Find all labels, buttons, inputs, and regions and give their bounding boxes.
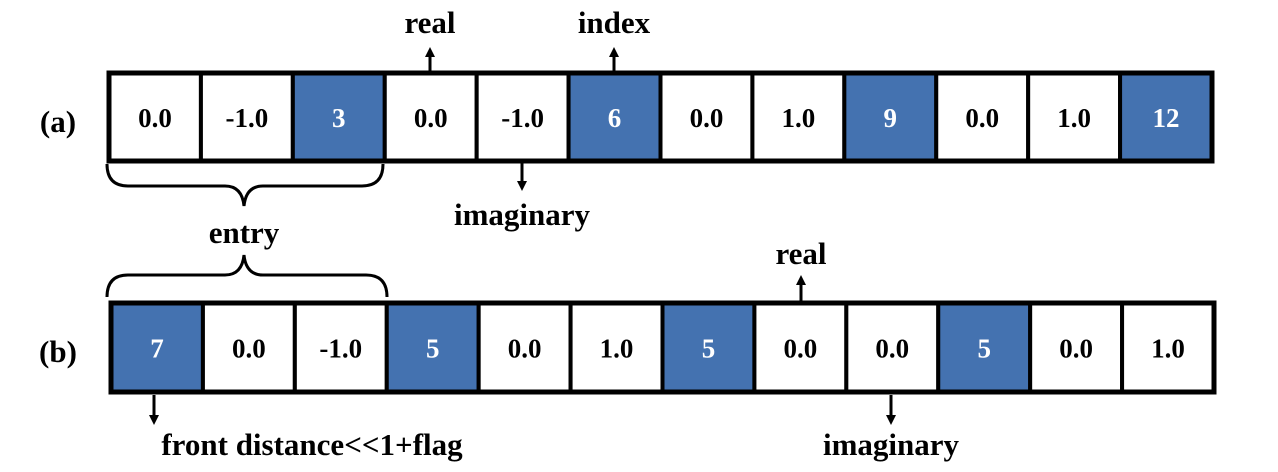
row-a-cell-value: 12: [1153, 103, 1180, 133]
row-a-cell-value: 6: [608, 103, 622, 133]
b-flag-label: front distance<<1+flag: [161, 427, 463, 462]
row-a-cell-value: 0.0: [414, 103, 448, 133]
a-index-label: index: [578, 5, 651, 40]
row-a-border: [106, 70, 1215, 164]
row-a-cell-value: 1.0: [782, 103, 816, 133]
row-b-cell-value: 5: [702, 334, 716, 364]
b-real-label: real: [775, 236, 826, 271]
entry-brace-top: [105, 163, 385, 207]
row-a-cell-value: -1.0: [226, 103, 269, 133]
entry-label: entry: [209, 215, 280, 250]
row-a-cell-value: 0.0: [138, 103, 172, 133]
row-label-b: (b): [39, 334, 77, 369]
entry-brace-bottom: [105, 254, 389, 298]
row-a-cell-value: -1.0: [501, 103, 544, 133]
row-b-cell-value: 0.0: [875, 334, 909, 364]
row-label-a: (a): [40, 104, 76, 139]
row-a-cells: 0.0 -1.0 3 0.0 -1.0 6 0.0 1.0 9 0.0 1.0 12: [106, 70, 1215, 164]
a-real-label: real: [404, 5, 455, 40]
row-b-cell-value: 1.0: [600, 334, 634, 364]
b-imaginary-label: imaginary: [823, 427, 960, 462]
row-b-cell-value: 5: [977, 334, 991, 364]
row-b-cell-value: 0.0: [784, 334, 818, 364]
row-b-cells: 7 0.0 -1.0 5 0.0 1.0 5 0.0 0.0 5 0.0 1.0: [108, 300, 1217, 395]
row-b-cell-value: 0.0: [508, 334, 542, 364]
row-a-cell: [1118, 71, 1215, 163]
row-a-cell: [750, 71, 847, 163]
row-b-cell-value: -1.0: [319, 334, 362, 364]
row-b-cell-value: 0.0: [232, 334, 266, 364]
row-a-cell: [934, 71, 1031, 163]
row-b-cell-value: 0.0: [1059, 334, 1093, 364]
row-b-cell-value: 7: [150, 334, 164, 364]
row-b-cell-value: 1.0: [1151, 334, 1185, 364]
row-a-cell-value: 9: [884, 103, 898, 133]
row-a-cell-value: 0.0: [965, 103, 999, 133]
row-a-cell-value: 3: [332, 103, 346, 133]
row-b-border: [108, 300, 1217, 395]
row-b-cell-value: 5: [426, 334, 440, 364]
row-a-cell-value: 0.0: [690, 103, 724, 133]
a-imaginary-label: imaginary: [454, 197, 591, 232]
row-a-cell-value: 1.0: [1057, 103, 1091, 133]
